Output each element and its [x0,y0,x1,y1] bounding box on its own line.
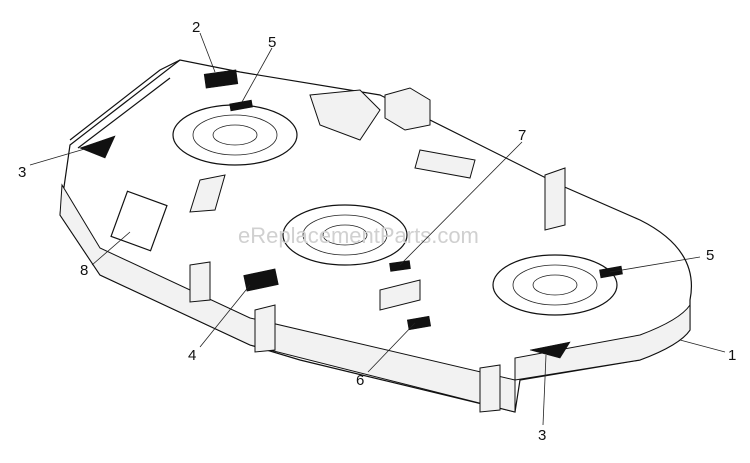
callout-5-top: 5 [268,34,276,51]
callout-8: 8 [80,262,88,279]
decal-5-left [229,99,253,112]
watermark-text: eReplacementParts.com [238,223,479,248]
callout-7: 7 [518,127,526,144]
callout-3-bottom: 3 [538,427,546,444]
deck-brackets [189,87,566,413]
callout-1: 1 [728,347,736,364]
spindle-center [282,204,408,266]
callout-5-right: 5 [706,247,714,264]
callout-2: 2 [192,19,200,36]
decal-2 [203,69,239,89]
callout-4: 4 [188,347,196,364]
decal-4 [243,268,279,292]
callouts: 2 5 3 8 4 7 5 6 1 3 [18,19,736,444]
decal-7 [389,260,411,272]
callout-3-left: 3 [18,164,26,181]
decal-6 [406,315,432,331]
callout-6: 6 [356,372,364,389]
spindle-left [172,104,298,166]
spindle-right [492,254,618,316]
decals [79,69,623,359]
leader-lines [29,32,726,426]
decal-3-warning-left [79,135,116,159]
decal-3-warning-right [529,341,571,359]
